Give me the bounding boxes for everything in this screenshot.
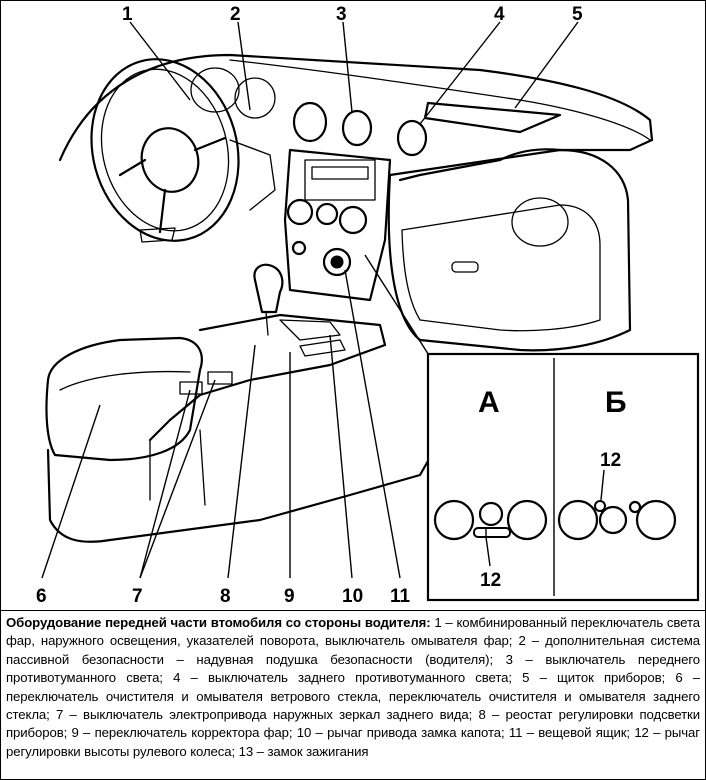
leader-11: [344, 269, 401, 579]
gauge-left: [190, 67, 240, 113]
glovebox-lid: [401, 204, 601, 332]
inset-b-callout: 12: [600, 450, 621, 471]
vent-left: [292, 101, 328, 143]
callout-2: 2: [230, 4, 241, 25]
leader-1: [129, 21, 191, 101]
climate-knob-mid: [315, 202, 339, 226]
leader-3: [342, 21, 353, 113]
radio-display: [311, 166, 369, 180]
fuse-panel: [139, 227, 176, 243]
inset-b-gauge-right: [635, 499, 677, 541]
console-panel-lines: [149, 429, 206, 506]
callout-11: 11: [390, 586, 411, 607]
figure-caption: Оборудование передней части втомобиля со…: [6, 614, 700, 761]
callout-5: 5: [572, 4, 583, 25]
dashboard-top-edge: [229, 59, 651, 141]
callout-8: 8: [220, 586, 231, 607]
inset-frame: [426, 352, 700, 602]
passenger-vent: [511, 197, 569, 247]
callout-7: 7: [132, 586, 143, 607]
glovebox-handle: [451, 261, 479, 273]
inset-a-gauge-left: [433, 499, 475, 541]
inset-a-callout: 12: [480, 570, 501, 591]
ignition-knob: [322, 247, 352, 277]
leader-2: [237, 21, 251, 111]
inset-a-gauge-mid: [478, 501, 504, 527]
inset-label-b: Б: [605, 386, 627, 419]
dashboard-outline: [58, 53, 654, 182]
armrest-seam: [59, 370, 191, 391]
inset-b-small-knob: [628, 500, 642, 514]
instrument-cluster: [423, 101, 562, 134]
leader-7a: [139, 389, 191, 579]
inset-label-a: А: [478, 386, 500, 419]
callout-4: 4: [494, 4, 505, 25]
inset-a-gauge-right: [506, 499, 548, 541]
leader-8: [227, 344, 256, 579]
inset-b-lever: [594, 500, 606, 512]
caption-title: Оборудование передней части втомобиля со…: [6, 615, 431, 630]
gauge-right: [234, 77, 276, 119]
callout-6: 6: [36, 586, 47, 607]
steering-spokes: [118, 136, 227, 234]
console-body: [46, 438, 442, 543]
climate-knob-right: [338, 205, 368, 235]
caption-divider: [0, 610, 706, 611]
climate-knob-left: [286, 198, 314, 226]
steering-wheel-rim: [90, 58, 240, 242]
inset-b-leader: [600, 469, 605, 501]
leader-inset: [364, 254, 433, 361]
steering-column: [229, 139, 276, 211]
radio-panel: [304, 159, 376, 201]
caption-text: 1 – комбинированный переключатель света …: [6, 615, 700, 759]
leader-5: [514, 21, 579, 109]
inset-a-leader: [485, 536, 491, 567]
vent-center: [341, 109, 373, 147]
console-switch-panel: [279, 319, 341, 341]
mirror-switch-b: [207, 371, 233, 385]
center-stack: [283, 148, 392, 302]
small-knob: [291, 240, 307, 256]
leader-7b: [139, 379, 216, 579]
mirror-switch-a: [179, 381, 203, 395]
vent-right: [396, 119, 428, 157]
glovebox-outline: [387, 148, 632, 352]
callout-1: 1: [122, 4, 133, 25]
callout-10: 10: [342, 586, 363, 607]
callout-9: 9: [284, 586, 295, 607]
inset-b-gauge-mid: [598, 505, 628, 535]
inset-a-lever: [473, 527, 511, 538]
console-lever: [299, 339, 346, 357]
leader-6: [41, 404, 101, 579]
steering-wheel-inner: [100, 68, 230, 232]
dashboard-diagram: 1 2 3 4 5 6 7 8 9 10 11 А Б 12 12: [36, 4, 700, 607]
inset-b-gauge-left: [557, 499, 599, 541]
armrest: [45, 336, 203, 462]
center-console: [148, 313, 387, 442]
gear-lever: [265, 311, 269, 336]
callout-3: 3: [336, 4, 347, 25]
leader-10: [329, 334, 353, 579]
leader-4: [419, 21, 501, 125]
airbag-hub: [140, 127, 200, 193]
ignition-center: [330, 255, 344, 269]
gear-knob: [253, 263, 284, 314]
